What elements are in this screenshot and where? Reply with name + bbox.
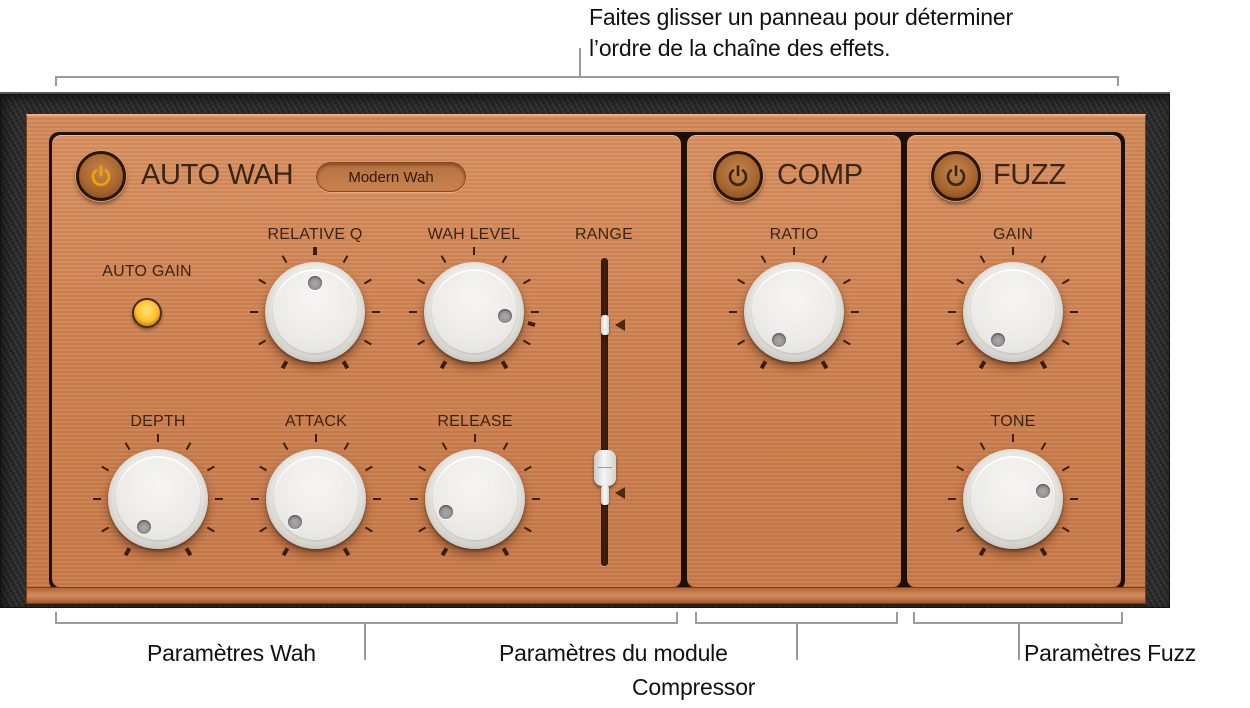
depth-indicator-dot [137,520,151,534]
power-icon [946,165,966,186]
gain-indicator-dot [991,333,1005,347]
callout-top-leader [579,48,581,76]
relative-q-scale-ticks [250,247,380,370]
power-icon [728,165,748,186]
wah-level-indicator-dot [498,309,512,323]
wah-level-label: WAH LEVEL [427,226,521,243]
attack-knob-cap[interactable] [266,449,366,549]
depth-knob-cap[interactable] [108,449,208,549]
release-knob-cap[interactable] [425,449,525,549]
auto-gain-label: AUTO GAIN [102,263,192,280]
auto-wah-panel[interactable]: AUTO WAH Modern Wah AUTO GAIN RELATIVE Q [52,135,681,588]
wah-title: AUTO WAH [141,159,294,191]
ratio-knob[interactable] [719,237,869,387]
tone-scale-ticks [948,434,1078,557]
power-icon [91,165,111,186]
release-scale-ticks [410,434,540,557]
tone-knob[interactable] [938,424,1088,574]
range-slider-track[interactable] [601,258,608,566]
comp-title: COMP [777,159,863,191]
ratio-indicator-dot [772,333,786,347]
tone-indicator-dot [1036,484,1050,498]
release-knob[interactable] [400,424,550,574]
depth-label: DEPTH [130,413,186,430]
fuzz-power-button[interactable] [931,151,981,201]
range-lower-handle[interactable] [594,450,616,486]
gain-scale-ticks [948,247,1078,370]
panel-well: AUTO WAH Modern Wah AUTO GAIN RELATIVE Q [49,132,1125,591]
attack-label: ATTACK [285,413,347,430]
ratio-scale-ticks [729,247,859,370]
relative-q-knob[interactable] [240,237,390,387]
wah-level-knob-cap[interactable] [424,262,524,362]
ratio-label: RATIO [769,226,819,243]
pedalboard: AUTO WAH Modern Wah AUTO GAIN RELATIVE Q [26,114,1146,604]
callout-drag-panel-line1: Faites glisser un panneau pour détermine… [589,4,1013,30]
depth-knob[interactable] [83,424,233,574]
callout-fuzz-label: Paramètres Fuzz [1024,640,1197,666]
callout-comp-leader [796,622,798,660]
callout-comp-label-line1: Paramètres du module [499,640,728,666]
callout-wah-leader [364,622,366,660]
fuzz-panel[interactable]: FUZZ GAIN [907,135,1121,588]
fuzz-title: FUZZ [993,159,1066,191]
range-label: RANGE [575,226,633,243]
relative-q-label: RELATIVE Q [267,226,363,243]
attack-scale-ticks [251,434,381,557]
callout-wah-bracket [55,612,678,624]
gain-knob-cap[interactable] [963,262,1063,362]
callout-wah-label: Paramètres Wah [147,640,316,666]
gain-label: GAIN [993,226,1033,243]
relative-q-indicator-dot [308,276,322,290]
callout-comp-label-line2: Compressor [632,674,756,700]
release-indicator-dot [439,505,453,519]
wah-mode-selector[interactable]: Modern Wah [316,162,466,192]
tone-knob-cap[interactable] [963,449,1063,549]
callout-drag-panel-line2: l’ordre de la chaîne des effets. [589,35,891,61]
range-upper-handle[interactable] [601,315,609,335]
tone-label: TONE [990,413,1036,430]
callout-top-bracket [55,76,1119,86]
wah-power-button[interactable] [76,151,126,201]
release-label: RELEASE [437,413,513,430]
attack-knob[interactable] [241,424,391,574]
pedalboard-bottom-edge [27,587,1145,603]
comp-panel[interactable]: COMP RATIO [687,135,901,588]
range-lower-marker-icon [615,487,625,499]
range-upper-marker-icon [615,319,625,331]
wah-level-knob[interactable] [399,237,549,387]
callout-fuzz-leader [1018,622,1020,660]
depth-scale-ticks [93,434,223,557]
auto-gain-led-button[interactable] [132,298,162,328]
wah-level-scale-ticks [409,247,539,370]
ratio-knob-cap[interactable] [744,262,844,362]
comp-power-button[interactable] [713,151,763,201]
attack-indicator-dot [288,515,302,529]
gain-knob[interactable] [938,237,1088,387]
range-lower-handle-stem[interactable] [601,485,609,505]
relative-q-knob-cap[interactable] [265,262,365,362]
